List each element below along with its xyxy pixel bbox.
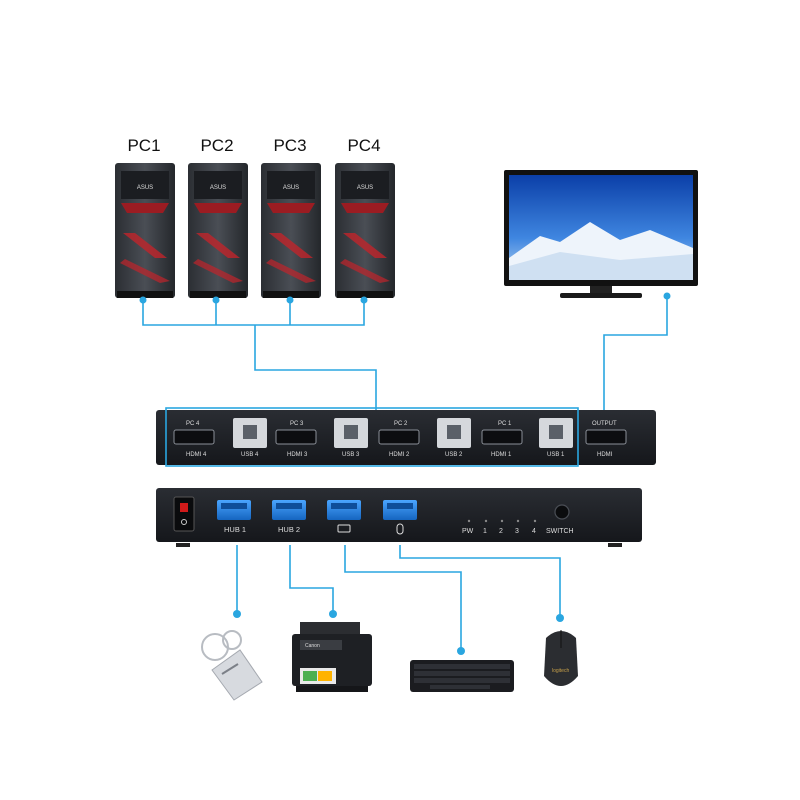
hdmi4-port	[173, 429, 215, 445]
svg-text:HDMI 3: HDMI 3	[287, 452, 308, 458]
port-group-pc1: PC 1 HDMI 1 USB 1	[481, 418, 573, 458]
printer: Canon	[292, 622, 372, 692]
pc2-brand: ASUS	[210, 185, 226, 191]
hub2-label: HUB 2	[278, 525, 300, 534]
pc2-tower: ASUS	[188, 163, 248, 298]
hdmi1-port	[481, 429, 523, 445]
svg-text:HDMI 1: HDMI 1	[491, 452, 512, 458]
pc1-label: PC1	[127, 136, 160, 155]
port-group-pc3: PC 3 HDMI 3 USB 3	[275, 418, 368, 458]
mouse: logitech	[544, 630, 578, 686]
printer-brand: Canon	[305, 643, 320, 649]
svg-text:USB 2: USB 2	[445, 452, 463, 458]
connector-dots-bottom	[233, 610, 564, 655]
pw-label: PW	[462, 528, 474, 535]
keyboard-icon	[337, 524, 351, 533]
pc3-brand: ASUS	[283, 185, 299, 191]
pc2-label: PC2	[200, 136, 233, 155]
switch-label: SWITCH	[546, 528, 574, 535]
svg-text:USB 4: USB 4	[241, 452, 259, 458]
svg-text:HDMI 4: HDMI 4	[186, 452, 207, 458]
svg-text:OUTPUT: OUTPUT	[592, 421, 617, 427]
power-switch	[173, 496, 195, 532]
svg-text:PC 2: PC 2	[394, 421, 408, 427]
svg-text:4: 4	[532, 528, 536, 535]
svg-text:PC 4: PC 4	[186, 421, 200, 427]
monitor	[504, 170, 698, 298]
svg-text:HDMI 2: HDMI 2	[389, 452, 410, 458]
svg-text:USB 1: USB 1	[547, 452, 565, 458]
svg-text:HDMI: HDMI	[597, 452, 613, 458]
pc3-label: PC3	[273, 136, 306, 155]
hdmi3-port	[275, 429, 317, 445]
svg-text:3: 3	[515, 528, 519, 535]
hub1-label: HUB 1	[224, 525, 246, 534]
led-indicators: PW 1 2 3 4	[462, 519, 537, 535]
mouse-usb-port	[383, 500, 417, 535]
keyboard	[410, 660, 514, 692]
keyboard-usb-port	[327, 500, 361, 533]
port-group-pc2: PC 2 HDMI 2 USB 2	[378, 418, 471, 458]
pc4-brand: ASUS	[357, 185, 373, 191]
hub1-usb-port: HUB 1	[217, 500, 251, 534]
svg-text:PC 3: PC 3	[290, 421, 304, 427]
pc-connection-lines	[142, 296, 668, 410]
svg-text:USB 3: USB 3	[342, 452, 360, 458]
port-group-output: OUTPUT HDMI	[585, 421, 627, 458]
svg-text:2: 2	[499, 528, 503, 535]
pc4-tower: ASUS	[335, 163, 395, 298]
pc3-tower: ASUS	[261, 163, 321, 298]
pc1-brand: ASUS	[137, 185, 153, 191]
hdmi2-port	[378, 429, 420, 445]
svg-text:PC 1: PC 1	[498, 421, 512, 427]
svg-text:1: 1	[483, 528, 487, 535]
hub2-usb-port: HUB 2	[272, 500, 306, 534]
usb-flash-drive	[201, 630, 263, 701]
connector-dots-top	[139, 292, 671, 304]
mouse-icon	[396, 523, 404, 535]
peripheral-connection-lines	[236, 545, 561, 650]
pc1-tower: ASUS	[115, 163, 175, 298]
pc4-label: PC4	[347, 136, 380, 155]
mouse-brand: logitech	[552, 668, 569, 674]
switch-button: SWITCH	[546, 504, 574, 535]
hdmi-output-port	[585, 429, 627, 445]
port-group-pc4: PC 4 HDMI 4 USB 4	[173, 418, 267, 458]
